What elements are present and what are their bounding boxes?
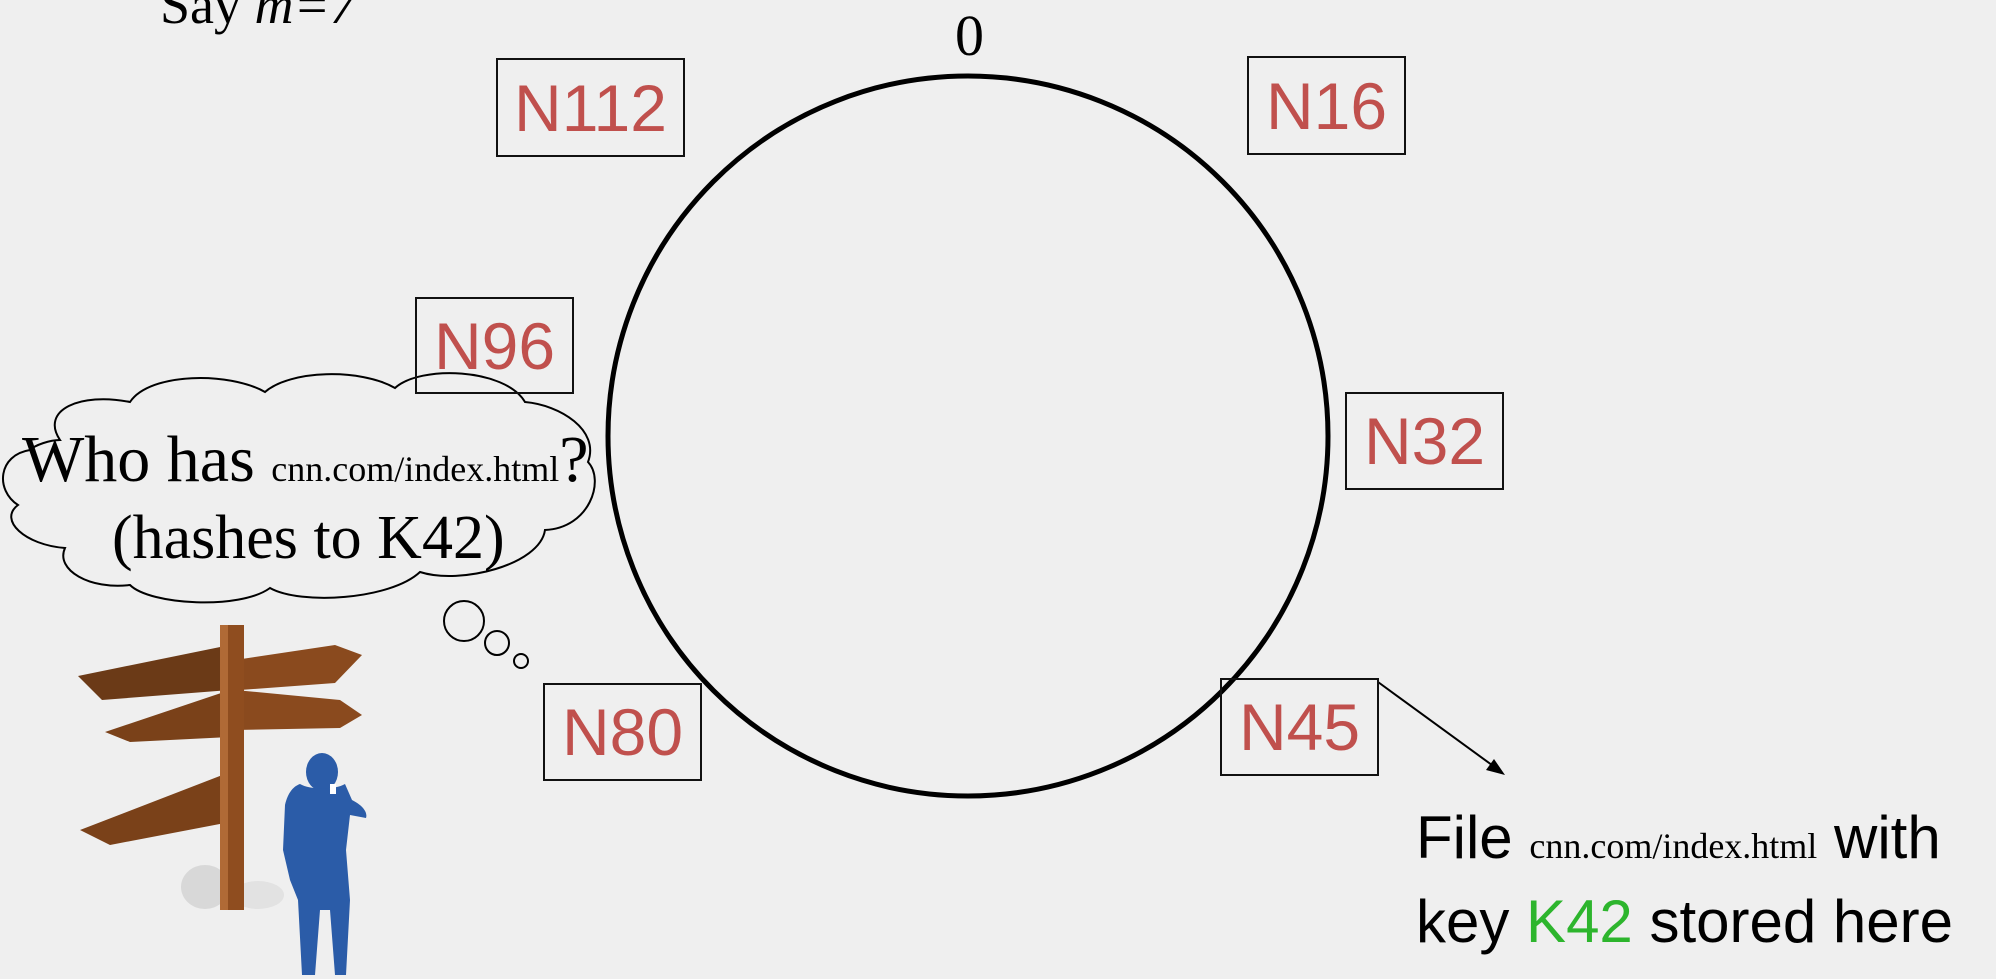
caption-file-url: cnn.com/index.html (1529, 826, 1818, 866)
thought-question-prefix: Who has (22, 423, 272, 496)
thought-question: Who has cnn.com/index.html? (22, 422, 589, 498)
thought-question-suffix: ? (559, 423, 589, 496)
pointer-arrow (1377, 681, 1505, 775)
node-n45: N45 (1220, 678, 1379, 776)
thought-bubble-trail (443, 600, 529, 669)
person-on-phone-icon (283, 753, 367, 975)
node-n112: N112 (496, 58, 685, 157)
storage-caption-line2: key K42 stored here (1416, 884, 1953, 960)
parameter-prefix: Say (160, 0, 255, 35)
chord-ring (605, 73, 1331, 799)
storage-caption: File cnn.com/index.html with key K42 sto… (1416, 800, 1953, 960)
caption-key-suffix: stored here (1632, 888, 1953, 955)
ring-zero-label: 0 (955, 3, 984, 68)
caption-file-prefix: File (1416, 804, 1530, 871)
caption-key-prefix: key (1416, 888, 1527, 955)
thought-hash-note: (hashes to K42) (112, 504, 505, 572)
node-n80: N80 (543, 683, 702, 781)
parameter-heading: Say m=7 (160, 0, 357, 36)
signpost-icon (78, 625, 362, 910)
thought-question-url: cnn.com/index.html (271, 449, 560, 489)
parameter-value: m=7 (254, 0, 357, 35)
node-n16: N16 (1247, 56, 1406, 155)
caption-file-suffix: with (1817, 804, 1941, 871)
caption-key-value: K42 (1526, 888, 1633, 955)
thought-cloud (2, 372, 596, 604)
storage-caption-line1: File cnn.com/index.html with (1416, 800, 1953, 884)
node-n96: N96 (415, 297, 574, 394)
node-n32: N32 (1345, 392, 1504, 490)
